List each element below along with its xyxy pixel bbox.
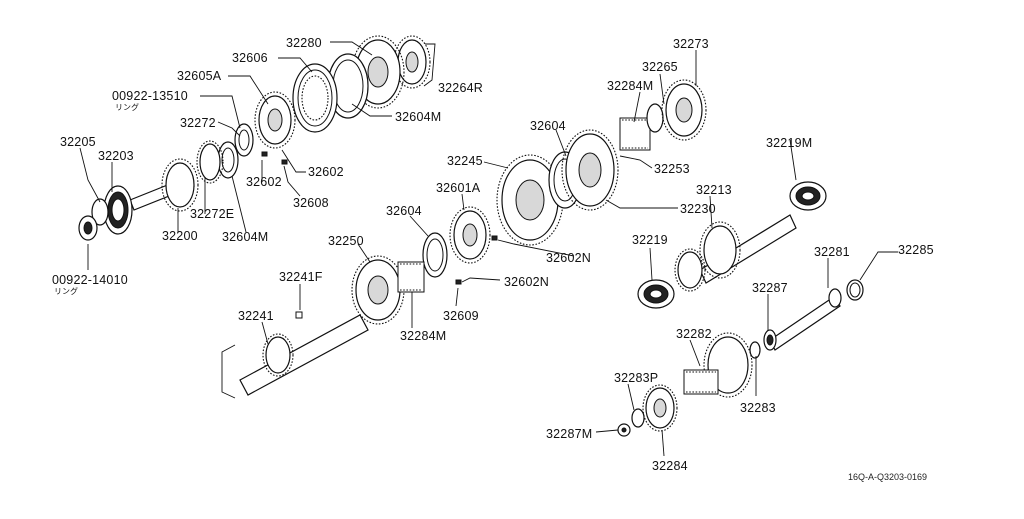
- part-32241: [221, 314, 369, 399]
- label-32604-mid: 32604: [530, 119, 566, 133]
- part-32604-low: [422, 232, 448, 278]
- label-32608: 32608: [293, 196, 329, 210]
- label-32604M-low: 32604M: [222, 230, 268, 244]
- part-32284M-top: [619, 117, 651, 151]
- part-32245: [496, 154, 564, 246]
- label-00922-14010: 00922-14010: [52, 273, 128, 287]
- label-32604M-top: 32604M: [395, 110, 441, 124]
- label-32283P: 32283P: [614, 371, 658, 385]
- part-32283: [749, 341, 761, 359]
- part-32213: [674, 214, 797, 292]
- label-32253: 32253: [654, 162, 690, 176]
- label-32602N-a: 32602N: [546, 251, 591, 265]
- label-32245: 32245: [447, 154, 483, 168]
- label-00922-13510: 00922-13510: [112, 89, 188, 103]
- label-32285: 32285: [898, 243, 934, 257]
- part-32287: [763, 329, 777, 351]
- label-32287: 32287: [752, 281, 788, 295]
- part-32264R: [393, 35, 431, 89]
- part-00922-14010: [78, 215, 98, 241]
- part-32609-key: [455, 279, 462, 285]
- label-32241F: 32241F: [279, 270, 323, 284]
- label-32604-low: 32604: [386, 204, 422, 218]
- label-32213: 32213: [696, 183, 732, 197]
- label-32272E: 32272E: [190, 207, 234, 221]
- diagram-code: 16Q-A-Q3203-0169: [848, 472, 927, 482]
- part-32281: [769, 288, 842, 351]
- part-32604M-top: [327, 53, 369, 119]
- main-shaft-assembly: [221, 79, 707, 399]
- label-32284: 32284: [652, 459, 688, 473]
- label-32250: 32250: [328, 234, 364, 248]
- label-32281: 32281: [814, 245, 850, 259]
- part-32284M-low: [397, 261, 425, 293]
- part-32602N-key: [491, 235, 498, 241]
- part-32606: [292, 63, 338, 133]
- label-32203: 32203: [98, 149, 134, 163]
- part-32219M: [789, 181, 827, 211]
- part-32250: [351, 255, 405, 325]
- label-32265: 32265: [642, 60, 678, 74]
- label-32602-a: 32602: [308, 165, 344, 179]
- label-32219: 32219: [632, 233, 668, 247]
- label-32283: 32283: [740, 401, 776, 415]
- label-32284M-low: 32284M: [400, 329, 446, 343]
- part-32283P: [631, 408, 645, 428]
- label-32241: 32241: [238, 309, 274, 323]
- label-32605A: 32605A: [177, 69, 222, 83]
- part-32602-key: [261, 151, 268, 157]
- label-ring-1: リング: [115, 102, 139, 112]
- label-32602N-b: 32602N: [504, 275, 549, 289]
- part-32608-key: [281, 159, 288, 165]
- part-32273: [661, 79, 707, 141]
- part-32285: [846, 279, 864, 301]
- part-32200: [129, 140, 224, 212]
- part-32604M-low: [217, 141, 239, 179]
- label-32230: 32230: [680, 202, 716, 216]
- label-32219M: 32219M: [766, 136, 812, 150]
- label-ring-2: リング: [54, 286, 78, 296]
- part-32272: [234, 123, 254, 157]
- label-32272: 32272: [180, 116, 216, 130]
- label-32609: 32609: [443, 309, 479, 323]
- label-32282: 32282: [676, 327, 712, 341]
- label-32264R: 32264R: [438, 81, 483, 95]
- part-32205: [91, 198, 109, 226]
- label-32284M-top: 32284M: [607, 79, 653, 93]
- part-32287M: [617, 423, 631, 437]
- label-32273: 32273: [673, 37, 709, 51]
- label-32200: 32200: [162, 229, 198, 243]
- part-labels: 32280 32264R 32606 32605A 00922-13510 リン…: [52, 36, 934, 482]
- counter-shaft-assembly: [617, 181, 864, 437]
- leader-lines: [79, 41, 898, 457]
- part-32241F: [295, 311, 303, 319]
- label-32280: 32280: [286, 36, 322, 50]
- part-32230: [561, 129, 619, 211]
- part-32219: [637, 279, 675, 309]
- input-shaft-assembly: [78, 35, 431, 241]
- part-32605A: [254, 91, 296, 149]
- part-32282: [683, 332, 753, 398]
- part-32601A: [449, 206, 491, 264]
- label-32606: 32606: [232, 51, 268, 65]
- part-32265: [646, 103, 664, 133]
- label-32287M: 32287M: [546, 427, 592, 441]
- label-32602-b: 32602: [246, 175, 282, 189]
- label-32205: 32205: [60, 135, 96, 149]
- part-32284: [642, 384, 678, 432]
- part-32203: [103, 185, 133, 235]
- label-32601A: 32601A: [436, 181, 481, 195]
